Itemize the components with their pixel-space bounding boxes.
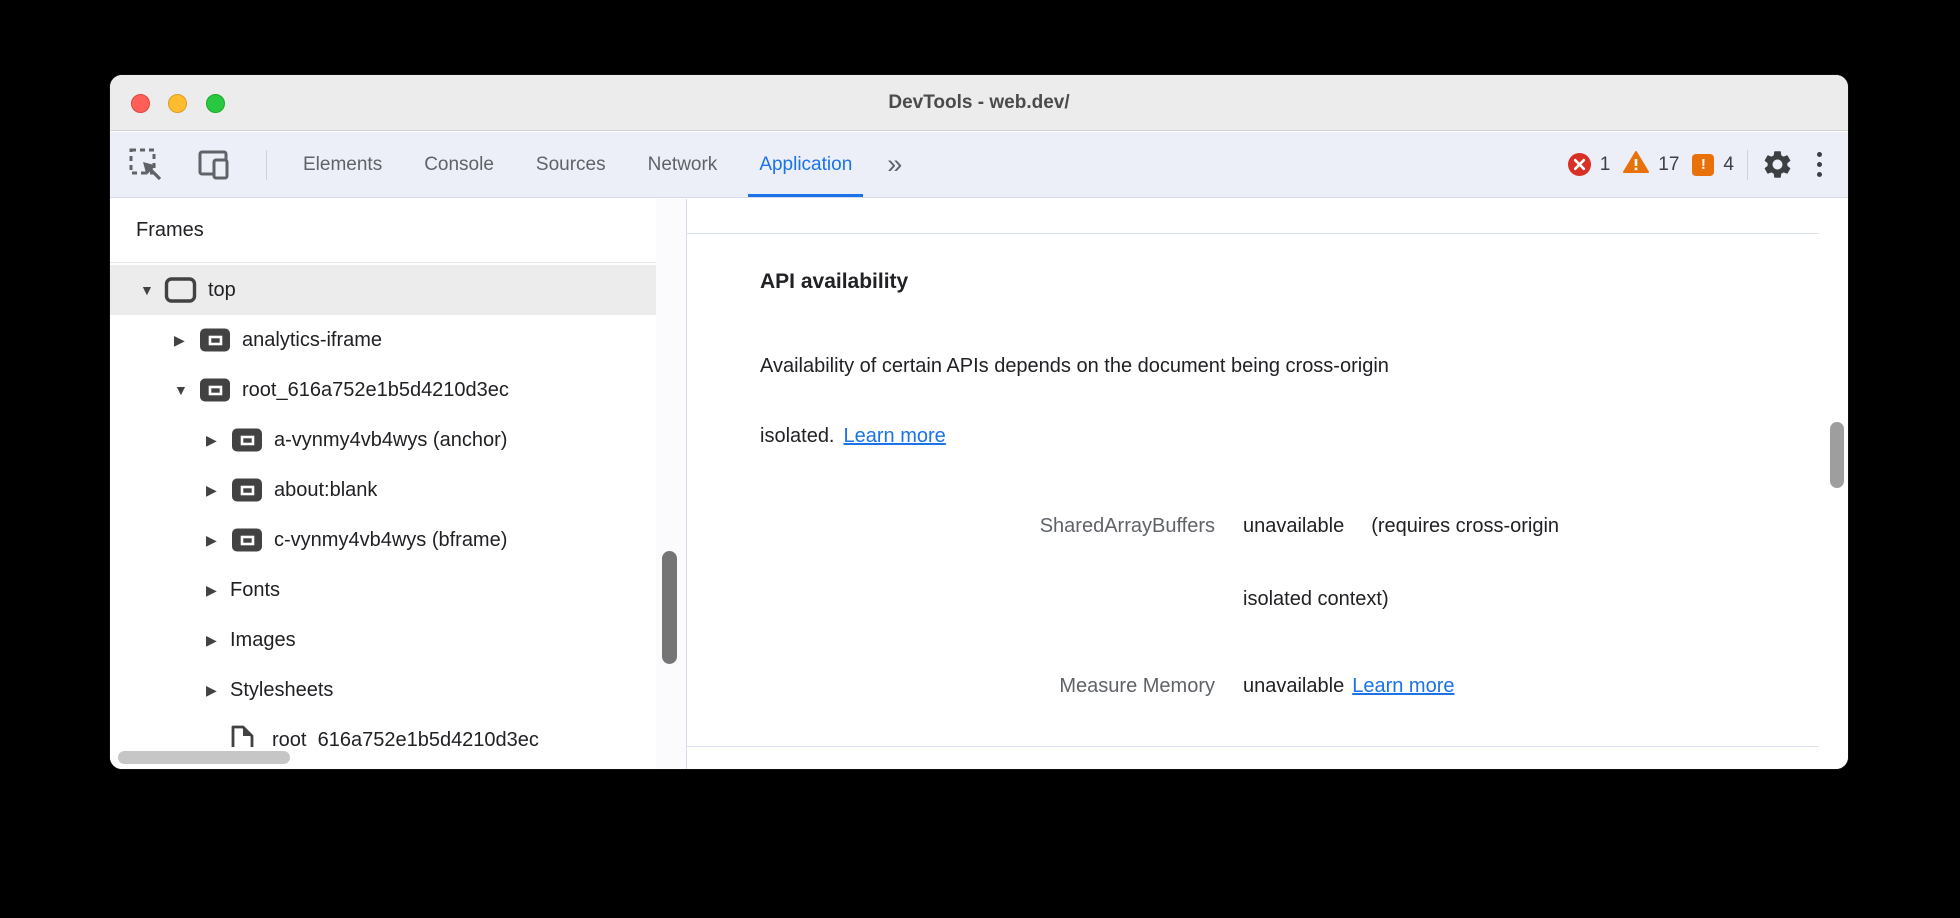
errors-badge[interactable]: 1 bbox=[1567, 153, 1611, 176]
frame-tree-item-fonts[interactable]: ▶ Fonts bbox=[110, 565, 656, 615]
api-name-label: Measure Memory bbox=[1059, 675, 1215, 697]
iframe-icon bbox=[230, 526, 264, 554]
frame-tree-item-about-blank[interactable]: ▶ about:blank bbox=[110, 465, 656, 515]
frame-tree-item-document[interactable]: root_616a752e1b5d4210d3ec bbox=[110, 715, 656, 765]
tab-application[interactable]: Application bbox=[738, 132, 873, 197]
chevron-expanded-icon[interactable]: ▼ bbox=[174, 382, 188, 398]
frame-tree-item-images[interactable]: ▶ Images bbox=[110, 615, 656, 665]
iframe-icon bbox=[198, 376, 232, 404]
chevron-collapsed-icon[interactable]: ▶ bbox=[206, 681, 217, 698]
chevron-collapsed-icon[interactable]: ▶ bbox=[206, 531, 217, 548]
tree-item-label: a-vynmy4vb4wys (anchor) bbox=[274, 428, 508, 451]
tab-console[interactable]: Console bbox=[424, 153, 494, 175]
titlebar: DevTools - web.dev/ bbox=[110, 75, 1848, 131]
more-tabs-icon[interactable]: » bbox=[887, 149, 902, 179]
inspect-element-icon[interactable] bbox=[128, 147, 164, 183]
window-title: DevTools - web.dev/ bbox=[888, 92, 1070, 113]
paragraph-text: Availability of certain APIs depends on … bbox=[760, 355, 1389, 377]
chevron-collapsed-icon[interactable]: ▶ bbox=[174, 331, 185, 348]
api-availability-heading: API availability bbox=[760, 270, 909, 293]
section-divider bbox=[687, 233, 1819, 234]
frame-tree-item-stylesheets[interactable]: ▶ Stylesheets bbox=[110, 665, 656, 715]
tab-sources[interactable]: Sources bbox=[535, 153, 606, 175]
devtools-window: DevTools - web.dev/ Elements Conso bbox=[110, 75, 1848, 769]
issues-count: 4 bbox=[1723, 153, 1734, 175]
error-icon bbox=[1567, 153, 1591, 176]
issues-icon: ! bbox=[1692, 153, 1715, 176]
device-toolbar-icon[interactable] bbox=[196, 147, 232, 183]
paragraph-text: isolated. bbox=[760, 425, 835, 447]
api-status-value: unavailable bbox=[1243, 515, 1345, 537]
frame-icon bbox=[164, 276, 198, 304]
error-count: 1 bbox=[1599, 153, 1611, 175]
sidebar-scrollbar-track bbox=[656, 199, 686, 769]
application-sidebar: Frames ▼ top ▶ analytics-i bbox=[110, 199, 686, 769]
warning-icon bbox=[1623, 150, 1650, 179]
tree-item-label: about:blank bbox=[274, 478, 378, 501]
toolbar-status-area: 1 17 ! 4 bbox=[1567, 132, 1832, 197]
warning-count: 17 bbox=[1658, 153, 1680, 175]
tree-item-label: root_616a752e1b5d4210d3ec bbox=[272, 728, 539, 751]
chevron-collapsed-icon[interactable]: ▶ bbox=[206, 581, 217, 598]
frames-section-header[interactable]: Frames bbox=[110, 199, 686, 263]
chevron-collapsed-icon[interactable]: ▶ bbox=[206, 431, 217, 448]
sidebar-vertical-scrollbar[interactable] bbox=[662, 551, 677, 664]
main-panel: Frames ▼ top ▶ analytics-i bbox=[110, 199, 1848, 769]
availability-paragraph-line2: isolated. Learn more bbox=[760, 425, 946, 448]
kebab-menu-icon[interactable] bbox=[1807, 152, 1832, 177]
toolbar-divider bbox=[1747, 149, 1748, 180]
tree-item-label: top bbox=[208, 278, 236, 301]
learn-more-link[interactable]: Learn more bbox=[843, 425, 946, 447]
api-status-value: unavailable bbox=[1243, 675, 1345, 697]
tab-elements[interactable]: Elements bbox=[303, 153, 383, 175]
issues-badge[interactable]: ! 4 bbox=[1692, 153, 1734, 176]
iframe-icon bbox=[230, 476, 264, 504]
close-window-button[interactable] bbox=[131, 94, 150, 113]
content-vertical-scrollbar[interactable] bbox=[1830, 422, 1844, 488]
tree-item-label: c-vynmy4vb4wys (bframe) bbox=[274, 528, 508, 551]
chevron-expanded-icon[interactable]: ▼ bbox=[140, 282, 154, 298]
frame-tree-item-analytics-iframe[interactable]: ▶ analytics-iframe bbox=[110, 315, 656, 365]
sidebar-horizontal-scrollbar[interactable] bbox=[118, 751, 290, 764]
settings-gear-icon[interactable] bbox=[1761, 148, 1794, 181]
iframe-icon bbox=[198, 326, 232, 354]
frame-tree-item-bframe[interactable]: ▶ c-vynmy4vb4wys (bframe) bbox=[110, 515, 656, 565]
sidebar-horizontal-scrollbar-track bbox=[110, 747, 656, 769]
frame-tree-item-root[interactable]: ▼ root_616a752e1b5d4210d3ec bbox=[110, 365, 656, 415]
availability-paragraph-line1: Availability of certain APIs depends on … bbox=[760, 355, 1389, 378]
tab-network[interactable]: Network bbox=[647, 153, 718, 175]
frame-tree-item-top[interactable]: ▼ top bbox=[110, 265, 656, 315]
tree-item-label: Images bbox=[230, 628, 296, 651]
zoom-window-button[interactable] bbox=[206, 94, 225, 113]
panel-tabs: Elements Console Sources Network Applica… bbox=[282, 132, 914, 197]
iframe-icon bbox=[230, 426, 264, 454]
frame-details-panel: API availability Availability of certain… bbox=[687, 199, 1848, 769]
tree-item-label: analytics-iframe bbox=[242, 328, 383, 351]
frame-tree-item-anchor[interactable]: ▶ a-vynmy4vb4wys (anchor) bbox=[110, 415, 656, 465]
tree-item-label: root_616a752e1b5d4210d3ec bbox=[242, 378, 509, 401]
chevron-collapsed-icon[interactable]: ▶ bbox=[206, 481, 217, 498]
devtools-toolbar: Elements Console Sources Network Applica… bbox=[110, 132, 1848, 198]
tree-item-label: Fonts bbox=[230, 578, 281, 601]
learn-more-link[interactable]: Learn more bbox=[1352, 675, 1455, 697]
warnings-badge[interactable]: 17 bbox=[1623, 150, 1679, 179]
api-name-label: SharedArrayBuffers bbox=[1039, 515, 1215, 537]
api-status-note: (requires cross-origin bbox=[1371, 515, 1560, 537]
minimize-window-button[interactable] bbox=[168, 94, 187, 113]
frame-tree: ▼ top ▶ analytics-iframe bbox=[110, 265, 686, 765]
tree-item-label: Stylesheets bbox=[230, 678, 334, 701]
chevron-collapsed-icon[interactable]: ▶ bbox=[206, 631, 217, 648]
panel-split-divider[interactable] bbox=[686, 199, 687, 769]
api-status-note: isolated context) bbox=[1243, 588, 1389, 610]
toolbar-divider bbox=[266, 150, 267, 180]
section-divider bbox=[687, 746, 1819, 747]
